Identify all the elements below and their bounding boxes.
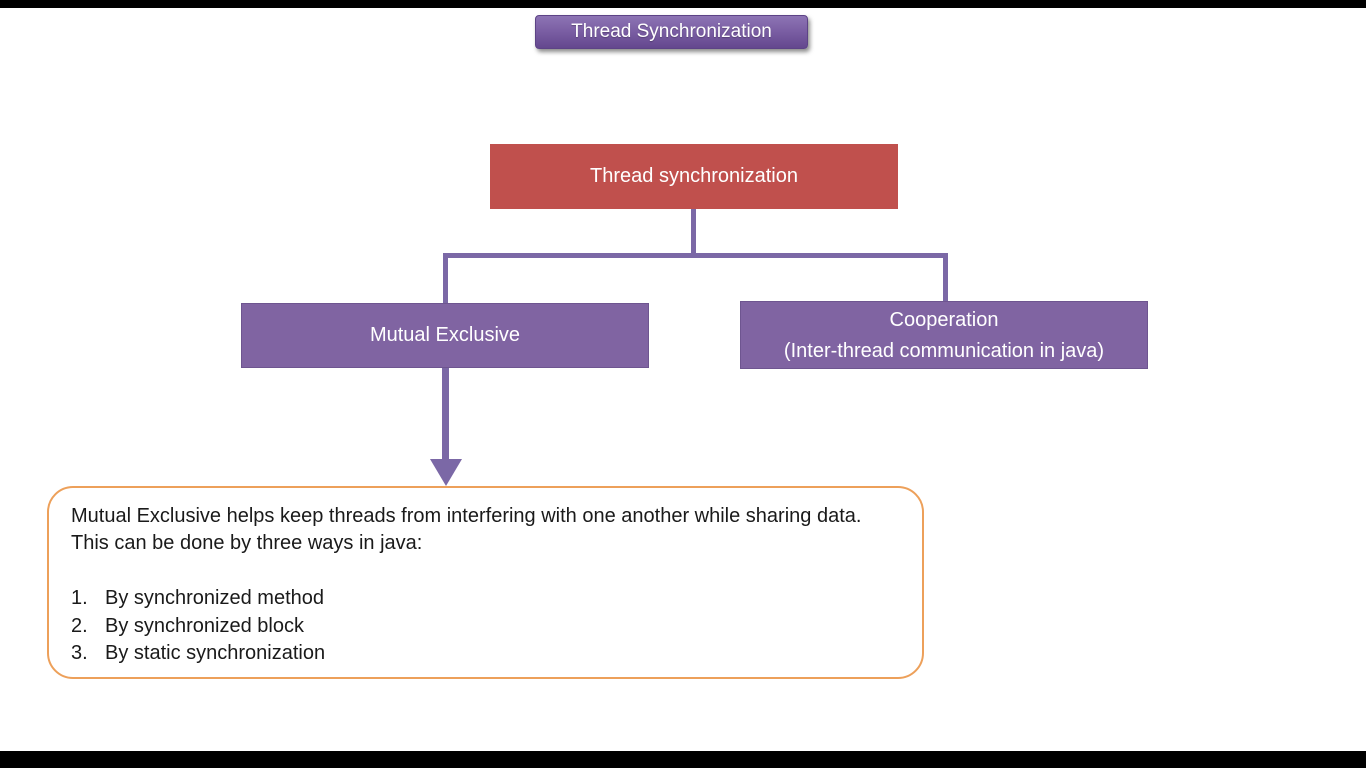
node-mutual-exclusive: Mutual Exclusive (241, 303, 649, 368)
root-node-label: Thread synchronization (590, 165, 798, 187)
root-node-thread-synchronization: Thread synchronization (490, 144, 898, 209)
note-list: 1. By synchronized method 2. By synchron… (71, 585, 892, 668)
list-item: 2. By synchronized block (71, 613, 892, 641)
list-item-text: By static synchronization (105, 642, 326, 664)
node-mutual-exclusive-label: Mutual Exclusive (369, 324, 521, 346)
node-cooperation-title: Cooperation (889, 309, 999, 331)
connector-horizontal (443, 253, 948, 258)
list-item-number: 1. (71, 587, 88, 609)
note-paragraph: Mutual Exclusive helps keep threads from… (71, 505, 862, 554)
slide-title-badge: Thread Synchronization (535, 15, 808, 49)
down-arrow-shaft (442, 368, 449, 461)
connector-left-stem (443, 253, 448, 304)
note-box: Mutual Exclusive helps keep threads from… (47, 486, 924, 679)
list-item: 1. By synchronized method (71, 585, 892, 613)
connector-right-stem (943, 253, 948, 302)
list-item-text: By synchronized block (105, 614, 304, 637)
connector-root-stem (691, 209, 696, 257)
top-letterbox-bar (0, 0, 1366, 8)
list-item: 3. By static synchronization (71, 640, 892, 668)
node-cooperation-subtitle: (Inter-thread communication in java) (783, 340, 1105, 362)
down-arrow-head-icon (430, 459, 462, 486)
bottom-letterbox-bar (0, 751, 1366, 768)
list-item-number: 2. (71, 614, 88, 637)
slide-title-text: Thread Synchronization (571, 21, 772, 42)
list-item-number: 3. (71, 642, 88, 664)
node-cooperation: Cooperation (Inter-thread communication … (740, 301, 1148, 369)
list-item-text: By synchronized method (105, 587, 325, 609)
